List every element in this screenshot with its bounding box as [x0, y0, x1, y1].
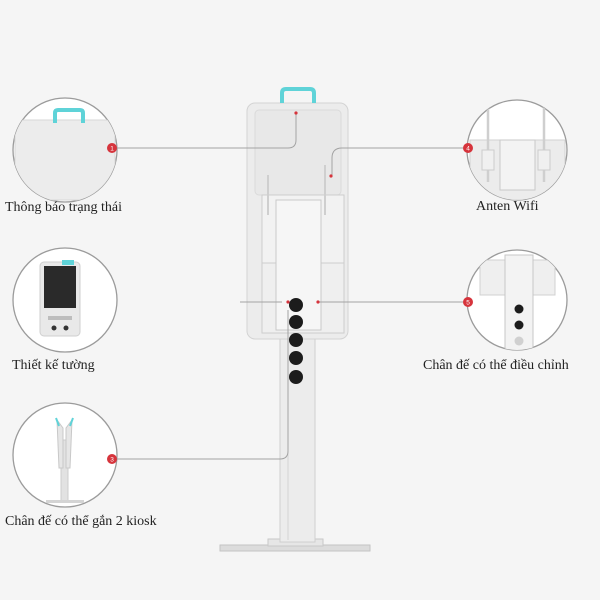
leader-lines: [113, 113, 467, 460]
marker-number: 5: [466, 300, 470, 307]
callout-circle-5: [466, 249, 568, 351]
marker-number: 1: [110, 146, 114, 153]
callout-circle-4: [466, 99, 568, 201]
adjust-hole: [514, 304, 524, 314]
adjust-hole: [514, 320, 524, 330]
kiosk-stand: [219, 87, 371, 552]
status-light: [280, 87, 316, 103]
leader-line-3: [113, 310, 289, 460]
callout-label-adjustable-stand: Chân đế có thể điều chỉnh: [423, 358, 569, 373]
adjust-hole: [514, 336, 524, 346]
leader-line-1: [113, 113, 297, 149]
callout-circle-1: [12, 97, 118, 203]
cable-hole: [289, 298, 303, 312]
cable-hole: [289, 370, 303, 384]
marker-number: 3: [110, 457, 114, 464]
leader-end-dots: [286, 111, 333, 304]
callout-label-dual-stand: Chân đế có thể gắn 2 kiosk: [5, 514, 157, 529]
callout-label-wall-design: Thiết kế tường: [12, 358, 95, 373]
callout-label-status: Thông báo trạng thái: [5, 200, 123, 215]
marker-1: 1: [107, 143, 117, 153]
leader-line-4: [331, 147, 467, 175]
kiosk-screen: [44, 266, 76, 308]
marker-3: 3: [107, 454, 117, 464]
cable-hole: [289, 351, 303, 365]
callout-circle-2: [12, 247, 118, 353]
cable-hole: [289, 333, 303, 347]
callout-label-wifi-antenna: Anten Wifi: [476, 199, 539, 214]
marker-number: 4: [466, 146, 470, 153]
marker-5: 5: [463, 297, 473, 307]
callout-circle-3: [12, 402, 118, 508]
status-light-detail: [53, 108, 85, 123]
cable-hole: [289, 315, 303, 329]
marker-4: 4: [463, 143, 473, 153]
